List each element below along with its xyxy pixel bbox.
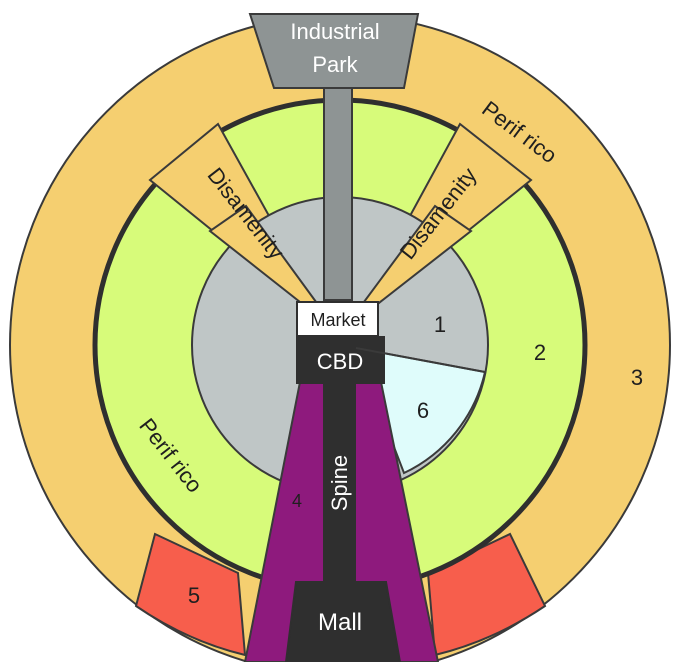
zone1-zone6-boundary bbox=[355, 347, 486, 373]
cbd-block bbox=[296, 336, 385, 384]
zone5-sector-left bbox=[134, 532, 247, 657]
spine-label: Spine bbox=[327, 455, 352, 511]
market-label: Market bbox=[310, 310, 365, 330]
zone6-sector bbox=[354, 346, 487, 475]
mall-label: Mall bbox=[318, 609, 362, 636]
zone-number-2: 2 bbox=[534, 340, 546, 365]
zone-number-3: 3 bbox=[631, 365, 643, 390]
zone5-sector-right bbox=[426, 532, 547, 657]
cbd-label: CBD bbox=[317, 349, 363, 374]
zone-number-4: 4 bbox=[292, 491, 302, 511]
zone-number-6: 6 bbox=[417, 398, 429, 423]
market-box bbox=[296, 301, 379, 337]
zone-number-1: 1 bbox=[434, 312, 446, 337]
industrial-park-road-top bbox=[248, 13, 420, 89]
industrial-road-spur bbox=[323, 87, 353, 301]
industrial-park-label-line1: Industrial bbox=[290, 19, 379, 44]
spine-road bbox=[323, 372, 356, 584]
zone-number-5: 5 bbox=[188, 583, 200, 608]
industrial-park-label-line2: Park bbox=[312, 52, 358, 77]
